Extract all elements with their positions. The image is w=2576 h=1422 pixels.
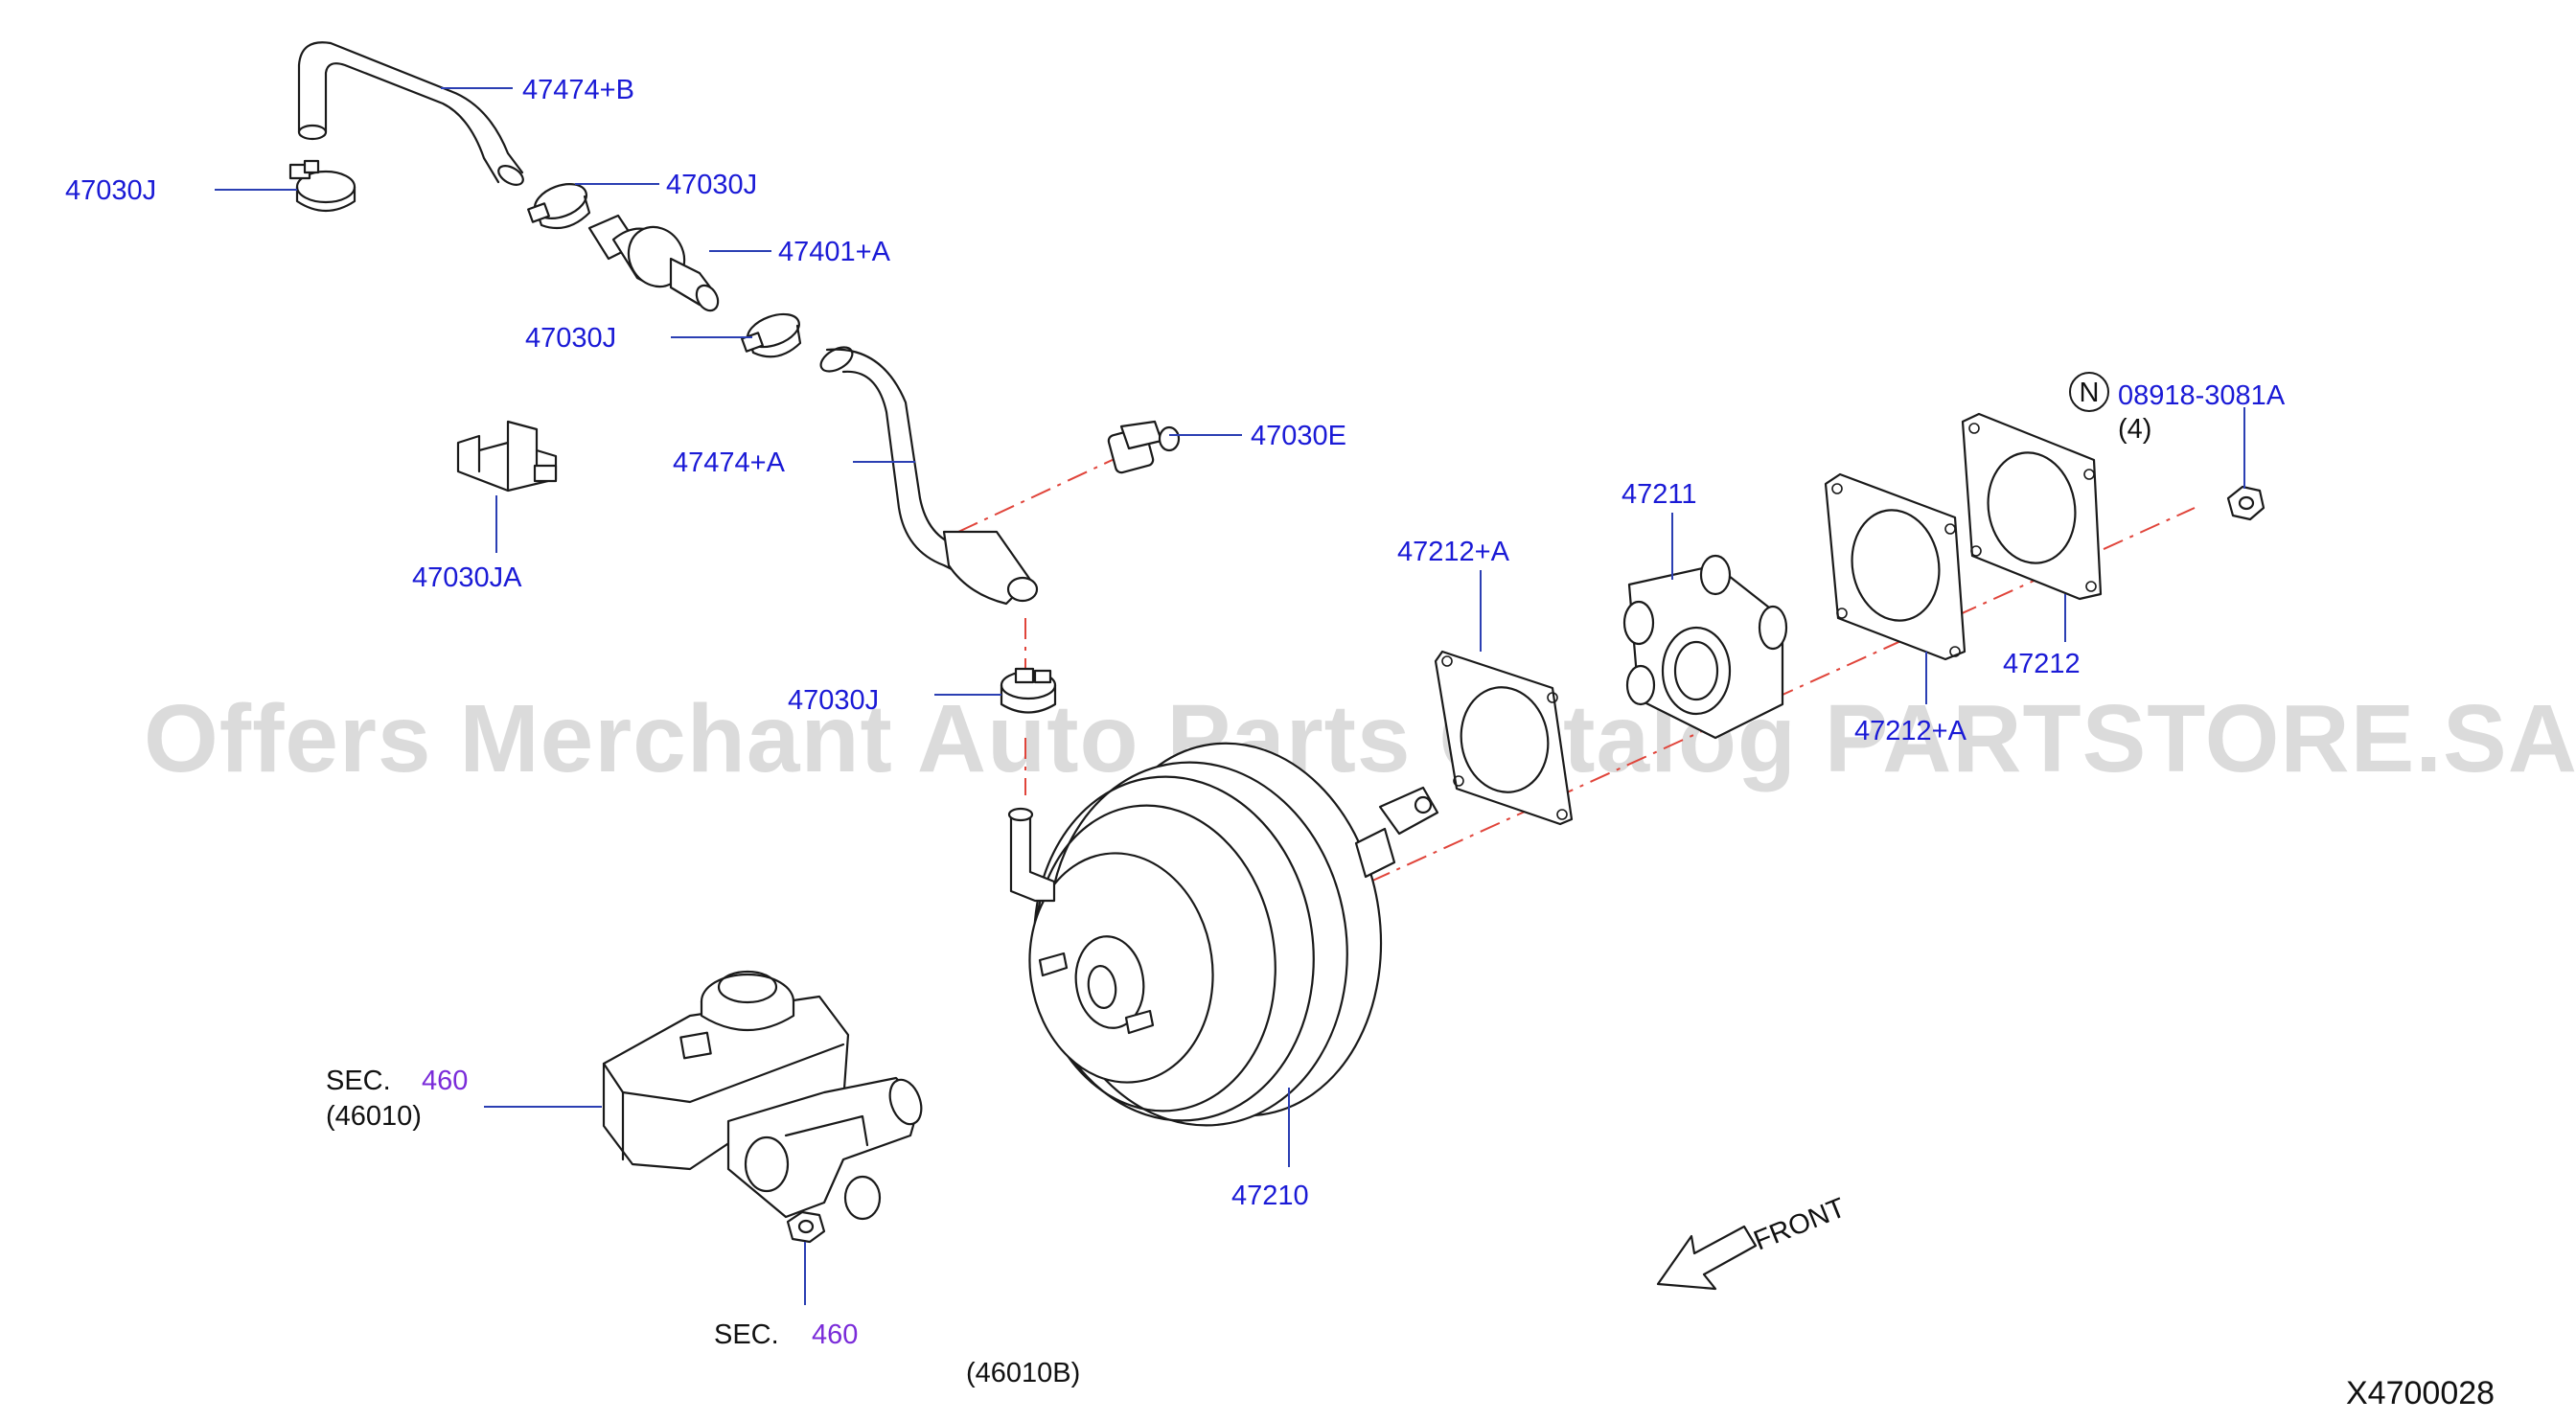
- flange-nut[interactable]: [2226, 485, 2266, 521]
- label-47474a[interactable]: 47474+A: [673, 447, 786, 478]
- hose-clamp-top[interactable]: [527, 177, 591, 230]
- vacuum-hose-lower[interactable]: [816, 342, 1039, 606]
- label-47212a-front[interactable]: 47212+A: [1397, 537, 1510, 567]
- gasket-front[interactable]: [1434, 650, 1574, 826]
- label-47211[interactable]: 47211: [1622, 479, 1697, 510]
- front-arrow-icon: [1656, 1225, 1758, 1291]
- svg-text:N: N: [2080, 378, 2100, 408]
- label-47030e[interactable]: 47030E: [1251, 421, 1346, 451]
- label-47401a[interactable]: 47401+A: [778, 237, 891, 267]
- hose-clamp-left[interactable]: [288, 159, 356, 212]
- label-47212a-mid[interactable]: 47212+A: [1854, 716, 1967, 746]
- master-cylinder-bolt[interactable]: [786, 1210, 826, 1244]
- sec-code-bolt: (46010B): [966, 1358, 1080, 1388]
- label-47030j-left[interactable]: 47030J: [65, 175, 156, 206]
- hose-clamp-low[interactable]: [1000, 667, 1057, 714]
- hose-clip[interactable]: [456, 420, 558, 493]
- sec-link-bolt[interactable]: 460: [812, 1319, 858, 1350]
- front-label: FRONT: [1750, 1192, 1851, 1256]
- label-47030ja[interactable]: 47030JA: [412, 562, 522, 593]
- grommet-clip[interactable]: [1107, 420, 1181, 474]
- brake-booster[interactable]: [1007, 724, 1439, 1145]
- hose-clamp-mid[interactable]: [741, 308, 803, 358]
- check-valve[interactable]: [587, 214, 723, 314]
- sec-link-master[interactable]: 460: [422, 1066, 468, 1096]
- section-references: SEC. 460 (46010) SEC. 460 (46010B): [326, 1066, 1080, 1388]
- label-08918-3081a[interactable]: 08918-3081A: [2118, 380, 2286, 411]
- label-47030j-top[interactable]: 47030J: [666, 170, 757, 200]
- sec-prefix-master: SEC.: [326, 1066, 391, 1096]
- label-47474b[interactable]: 47474+B: [522, 75, 634, 105]
- note-symbol-n: N: [2069, 372, 2109, 412]
- gasket-middle[interactable]: [1824, 472, 1966, 661]
- label-47212[interactable]: 47212: [2003, 649, 2081, 679]
- sec-code-master: (46010): [326, 1101, 422, 1132]
- leader-lines: [215, 87, 2245, 1305]
- vacuum-hose-upper[interactable]: [297, 41, 526, 189]
- label-47030j-mid[interactable]: 47030J: [525, 323, 616, 354]
- label-47030j-low[interactable]: 47030J: [788, 685, 879, 716]
- master-cylinder[interactable]: [602, 970, 927, 1221]
- label-47210[interactable]: 47210: [1231, 1181, 1309, 1211]
- booster-spacer[interactable]: [1622, 554, 1788, 740]
- sec-prefix-bolt: SEC.: [714, 1319, 779, 1350]
- gasket-rear[interactable]: [1961, 412, 2103, 601]
- diagram-code: X4700028: [2346, 1375, 2495, 1411]
- watermark: Offers Merchant Auto Parts Catalog PARTS…: [144, 685, 2576, 792]
- part-labels: 47474+B 47030J 47030J 47401+A 47030J 474…: [65, 75, 2286, 1211]
- label-nut-quantity: (4): [2118, 414, 2151, 445]
